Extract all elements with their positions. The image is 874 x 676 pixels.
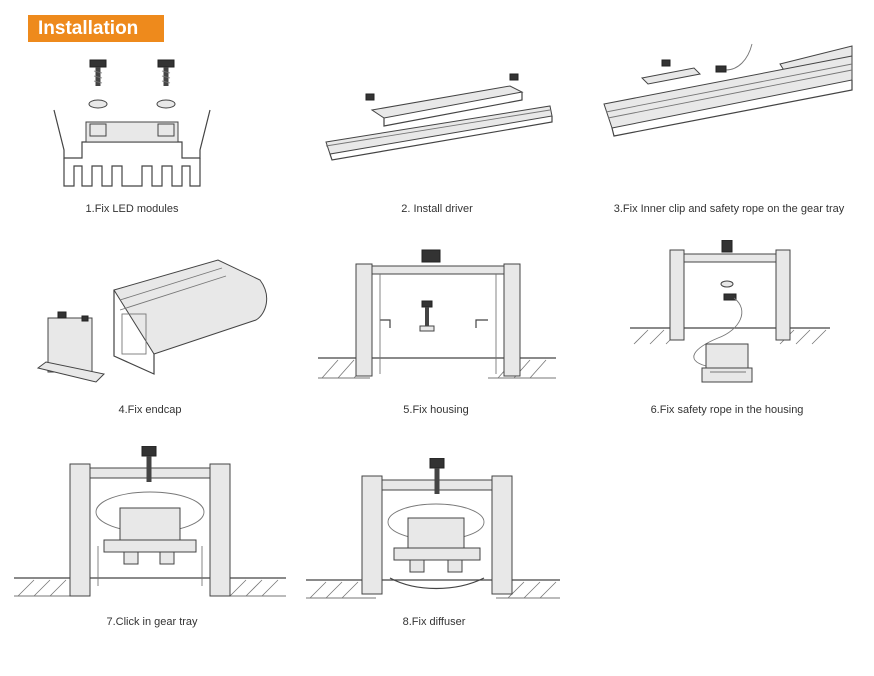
step-5-illustration xyxy=(318,246,556,382)
screw-left-icon xyxy=(88,59,108,109)
step-1-illustration xyxy=(52,58,212,190)
installation-title: Installation xyxy=(28,15,164,42)
step-3-illustration xyxy=(602,40,854,140)
step-7-caption: 7.Click in gear tray xyxy=(106,616,198,628)
step-8-caption: 8.Fix diffuser xyxy=(402,616,466,628)
step-2-caption: 2. Install driver xyxy=(401,203,473,215)
step-5-caption: 5.Fix housing xyxy=(403,404,469,416)
step-7-illustration xyxy=(14,446,286,598)
screw-right-icon xyxy=(156,59,176,109)
step-1-caption: 1.Fix LED modules xyxy=(85,203,179,215)
step-4-caption: 4.Fix endcap xyxy=(118,404,182,416)
step-8-illustration xyxy=(306,458,560,602)
step-6-illustration xyxy=(630,240,830,390)
step-2-illustration xyxy=(322,72,554,162)
step-3-caption: 3.Fix Inner clip and safety rope on the … xyxy=(613,203,845,215)
step-4-illustration xyxy=(36,256,276,386)
step-6-caption: 6.Fix safety rope in the housing xyxy=(650,404,804,416)
